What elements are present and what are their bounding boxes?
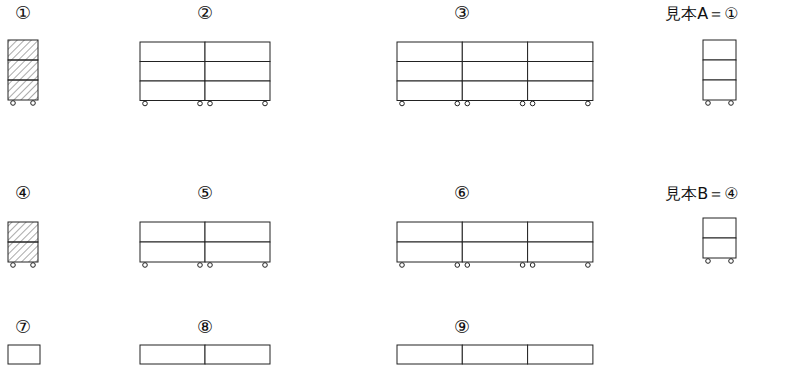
- caster-wheel: [455, 263, 460, 268]
- cabinet-cell: [397, 42, 462, 62]
- cabinet-cell: [8, 242, 38, 262]
- sample-label: 見本B＝④: [665, 184, 738, 203]
- cabinet-cell: [462, 42, 527, 62]
- callout-number: ⑥: [454, 182, 470, 204]
- caster-wheel: [31, 263, 36, 268]
- callout-number: ⑨: [454, 316, 470, 338]
- cabinet-cell: [528, 81, 593, 101]
- caster-wheel: [729, 101, 734, 106]
- cabinet-cell: [140, 42, 205, 62]
- cabinet-cell: [205, 62, 270, 82]
- cabinet-cell: [528, 222, 593, 242]
- cabinet-cell: [205, 222, 270, 242]
- caster-wheel: [586, 101, 591, 106]
- caster-wheel: [11, 263, 16, 268]
- cabinet-cell: [703, 80, 736, 100]
- cabinet-cell: [140, 81, 205, 101]
- callout-number: ③: [454, 2, 470, 24]
- cabinet-cell: [462, 81, 527, 101]
- cabinet-cell: [528, 62, 593, 82]
- cabinet-cell: [140, 222, 205, 242]
- cabinet-cell: [462, 242, 527, 262]
- caster-wheel: [208, 101, 213, 106]
- cabinet-cell: [703, 40, 736, 60]
- caster-wheel: [465, 263, 470, 268]
- cabinet-cell: [528, 242, 593, 262]
- caster-wheel: [198, 263, 203, 268]
- cabinet-cell: [205, 242, 270, 262]
- cabinet-cell: [205, 345, 270, 364]
- callout-number: ④: [15, 182, 31, 204]
- callout-number: ⑤: [197, 182, 213, 204]
- caster-wheel: [729, 259, 734, 264]
- cabinet-cell: [528, 42, 593, 62]
- cabinet-cell: [8, 40, 38, 60]
- cabinet-cell: [703, 238, 736, 258]
- caster-wheel: [400, 263, 405, 268]
- caster-wheel: [11, 101, 16, 106]
- cabinet-cell: [462, 222, 527, 242]
- caster-wheel: [706, 101, 711, 106]
- caster-wheel: [263, 101, 268, 106]
- caster-wheel: [400, 101, 405, 106]
- cabinet-cell: [8, 345, 40, 364]
- cabinet-cell: [462, 62, 527, 82]
- cabinet-cell: [397, 345, 462, 364]
- cabinet-cell: [140, 62, 205, 82]
- cabinet-cell: [397, 62, 462, 82]
- cabinet-cell: [462, 345, 527, 364]
- cabinet-cell: [140, 345, 205, 364]
- caster-wheel: [31, 101, 36, 106]
- callout-number: ⑦: [15, 316, 31, 338]
- callout-number: ②: [197, 2, 213, 24]
- caster-wheel: [586, 263, 591, 268]
- cabinet-cell: [397, 222, 462, 242]
- caster-wheel: [520, 101, 525, 106]
- cabinet-cell: [140, 242, 205, 262]
- callout-number: ⑧: [197, 316, 213, 338]
- cabinet-cell: [8, 80, 38, 100]
- cabinet-cell: [703, 218, 736, 238]
- caster-wheel: [530, 101, 535, 106]
- cabinet-cell: [528, 345, 593, 364]
- cabinet-cell: [703, 60, 736, 80]
- caster-wheel: [455, 101, 460, 106]
- cabinet-cell: [205, 81, 270, 101]
- sample-label: 見本A＝①: [665, 4, 738, 23]
- caster-wheel: [143, 101, 148, 106]
- cabinet-cell: [8, 60, 38, 80]
- caster-wheel: [530, 263, 535, 268]
- caster-wheel: [465, 101, 470, 106]
- caster-wheel: [706, 259, 711, 264]
- callout-number: ①: [15, 2, 31, 24]
- caster-wheel: [263, 263, 268, 268]
- caster-wheel: [520, 263, 525, 268]
- cabinet-cell: [8, 222, 38, 242]
- cabinet-cell: [205, 42, 270, 62]
- caster-wheel: [143, 263, 148, 268]
- cabinet-cell: [397, 242, 462, 262]
- caster-wheel: [198, 101, 203, 106]
- cabinet-cell: [397, 81, 462, 101]
- caster-wheel: [208, 263, 213, 268]
